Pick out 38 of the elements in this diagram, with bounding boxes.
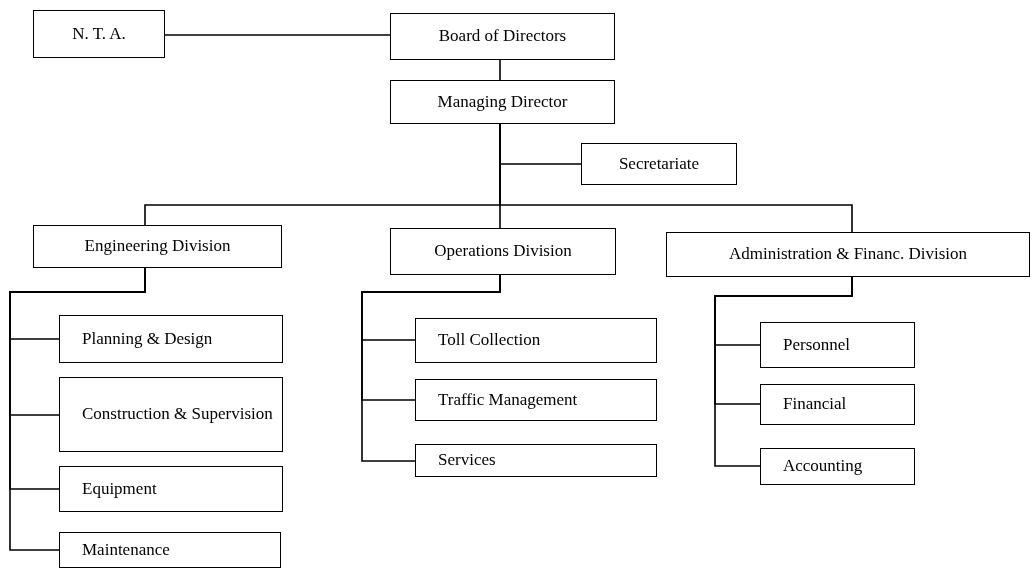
box-label: Traffic Management [438,388,578,411]
org-box [33,10,165,58]
box-label: Services [438,449,496,472]
org-box [666,232,1030,277]
box-label: Engineering Division [84,235,231,258]
org-box [59,532,281,568]
box-label: Financial [783,393,847,416]
org-box [59,466,283,512]
org-box [415,379,657,421]
box-label: Managing Director [437,90,568,113]
connector-line [164,34,391,36]
org-box [59,377,283,452]
box-label: Construction & Supervision [82,403,273,426]
connector-line [714,276,853,467]
org-box [581,143,737,185]
box-label: Maintenance [82,538,170,561]
box-label: Equipment [82,477,157,500]
box-label: Toll Collection [438,329,541,352]
box-label: Board of Directors [438,25,567,48]
org-box [415,444,657,477]
org-box [760,448,915,485]
org-box [415,318,657,363]
box-label: Administration & Financ. Division [729,243,967,266]
connector-line [361,274,501,462]
connector-line [499,59,501,81]
org-box [760,384,915,425]
org-box [390,80,615,124]
box-label: Accounting [783,455,863,478]
box-label: Planning & Design [82,327,213,350]
org-box [760,322,915,368]
box-label: Operations Division [434,240,572,263]
org-box [390,13,615,60]
box-label: N. T. A. [72,22,126,45]
box-label: Secretariate [618,152,700,175]
org-box [390,228,616,275]
org-box [59,315,283,363]
box-label: Personnel [783,333,851,356]
org-box [33,225,282,268]
